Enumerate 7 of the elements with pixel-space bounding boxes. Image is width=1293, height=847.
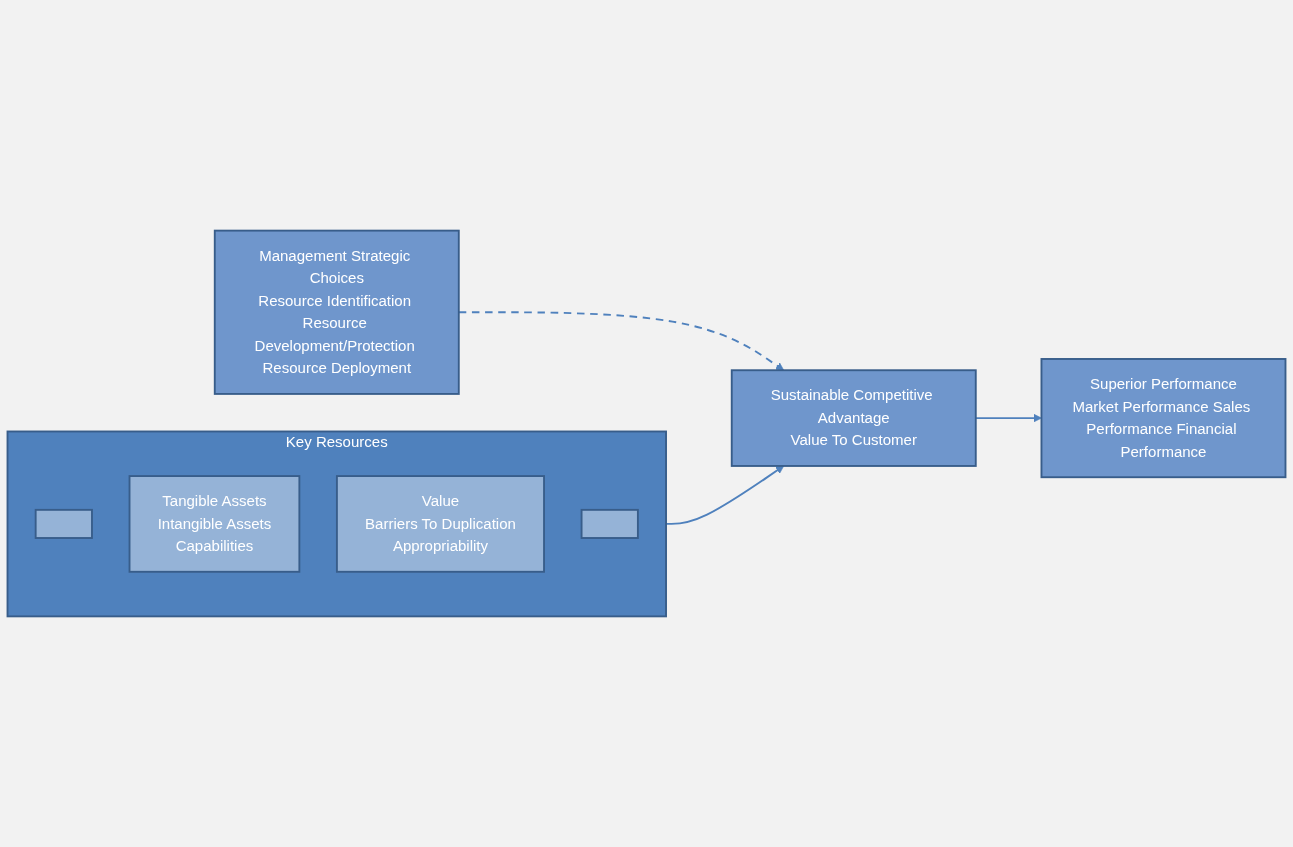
- node-box: [34, 508, 93, 539]
- node-box: Tangible Assets Intangible Assets Capabilities: [128, 475, 301, 573]
- node-box: Value Barriers To Duplication Appropriability: [335, 475, 545, 573]
- node-box: Management Strategic Choices Resource Identification Resource Development/Protection Resource Deployment: [213, 229, 460, 395]
- node-box: Superior Performance Market Performance Sales Performance Financial Performance: [1040, 358, 1287, 479]
- node-box: [580, 508, 639, 539]
- node-box: Sustainable Competitive Advantage Value To Customer: [730, 369, 977, 467]
